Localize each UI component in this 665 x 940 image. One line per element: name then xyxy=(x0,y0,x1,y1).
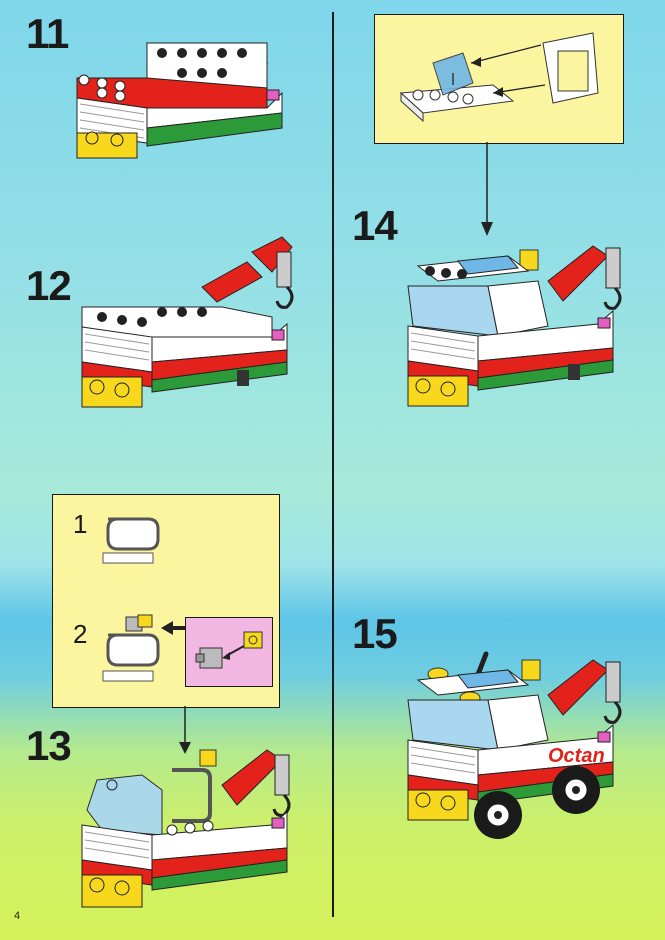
step-15-model: Octan xyxy=(398,640,638,880)
bar-piece-step-2 xyxy=(98,613,168,693)
step-14-model xyxy=(398,226,634,416)
sub-assembly-box xyxy=(185,617,273,687)
callout-substep-1-number: 1 xyxy=(73,509,87,540)
windscreen-sub-assembly xyxy=(393,23,613,135)
step-14-callout xyxy=(374,14,624,144)
step-13-callout: 1 2 xyxy=(52,494,280,708)
callout-arrow-left xyxy=(161,621,187,635)
step-14-number: 14 xyxy=(352,202,397,250)
step-13-model xyxy=(72,730,302,920)
callout-14-arrow xyxy=(480,142,494,236)
step-12-number: 12 xyxy=(26,262,71,310)
step-11-number: 11 xyxy=(26,10,68,58)
wheel-front xyxy=(474,791,522,839)
page-number: 4 xyxy=(14,910,20,922)
step-15-number: 15 xyxy=(352,610,397,658)
step-11-model xyxy=(72,28,292,168)
column-divider xyxy=(332,12,334,917)
bar-piece-step-1 xyxy=(98,509,168,569)
step-12-model xyxy=(72,232,302,422)
step-13-number: 13 xyxy=(26,722,71,770)
wheel-rear xyxy=(552,766,600,814)
callout-substep-2-number: 2 xyxy=(73,619,87,650)
sub-assembly-parts xyxy=(192,624,268,680)
